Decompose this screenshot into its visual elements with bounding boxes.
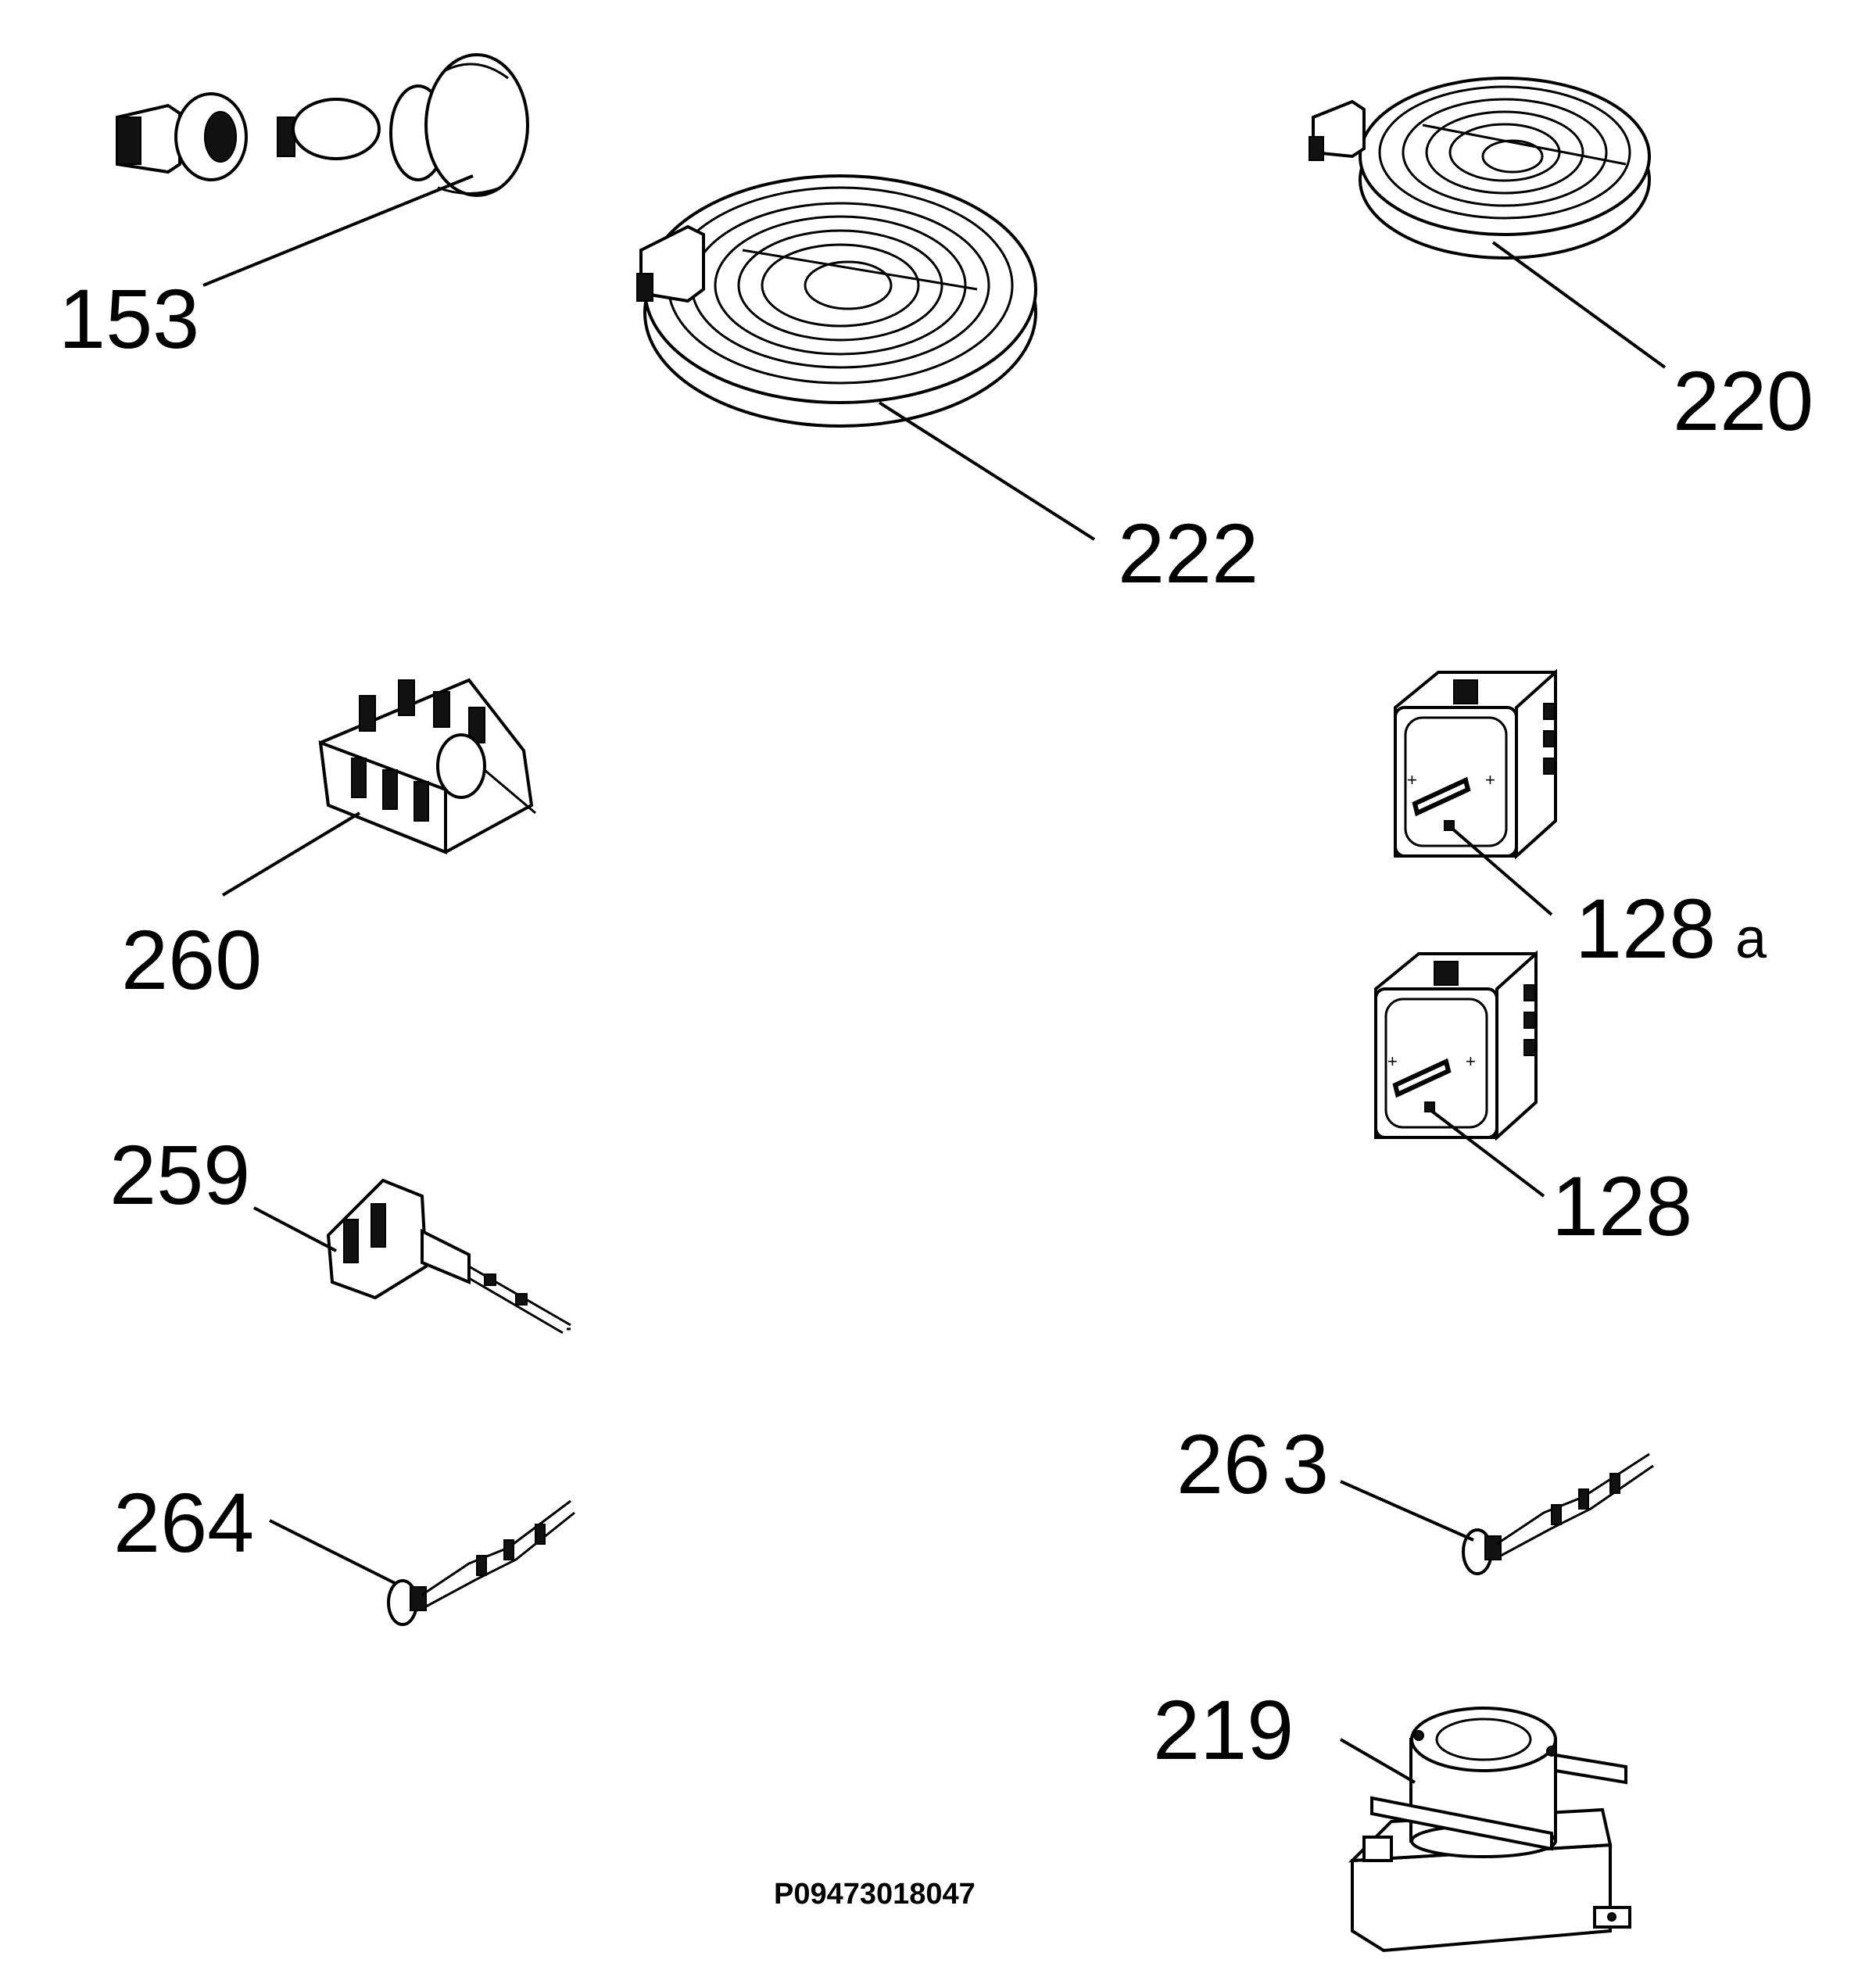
leader-260 [221, 811, 361, 897]
diagram-reference-code: P09473018047 [774, 1878, 976, 1911]
svg-text:+: + [1407, 770, 1417, 790]
part-222-large-radiant-element [636, 174, 1037, 428]
callout-128: 128 [1552, 1159, 1692, 1253]
part-128a-energy-regulator: + + [1394, 668, 1557, 860]
part-259-rotary-switch [326, 1178, 571, 1334]
leader-263 [1340, 1480, 1474, 1542]
callout-263-part1: 26 [1176, 1417, 1270, 1511]
callout-259: 259 [109, 1127, 250, 1222]
svg-text:+: + [1387, 1051, 1398, 1071]
leader-220 [1491, 241, 1667, 369]
svg-text:+: + [1485, 770, 1495, 790]
part-220-small-radiant-element [1309, 77, 1651, 260]
leader-259 [253, 1206, 337, 1252]
callout-153: 153 [59, 271, 199, 366]
part-153-lamp-assembly [116, 53, 529, 197]
leader-222 [878, 401, 1096, 541]
leader-128a [1451, 827, 1553, 916]
part-219-fan-motor [1348, 1707, 1631, 1953]
leader-153 [202, 174, 474, 287]
leader-264 [269, 1519, 396, 1585]
leader-128 [1429, 1109, 1545, 1198]
callout-128a-number: 128 [1575, 881, 1716, 976]
part-128-energy-regulator: + + [1374, 950, 1538, 1141]
callout-264: 264 [113, 1475, 254, 1570]
part-260-selector-switch [318, 678, 536, 854]
part-263-cable-connector [1462, 1452, 1654, 1575]
leader-219 [1339, 1738, 1416, 1784]
callout-128a-suffix: a [1735, 908, 1767, 970]
callout-222: 222 [1118, 506, 1258, 600]
callout-219: 219 [1153, 1682, 1294, 1777]
callout-263-part2: 3 [1282, 1417, 1329, 1511]
part-264-cable-connector [387, 1499, 575, 1626]
callout-260: 260 [121, 912, 262, 1007]
callout-220: 220 [1673, 353, 1813, 448]
svg-text:+: + [1466, 1051, 1476, 1071]
